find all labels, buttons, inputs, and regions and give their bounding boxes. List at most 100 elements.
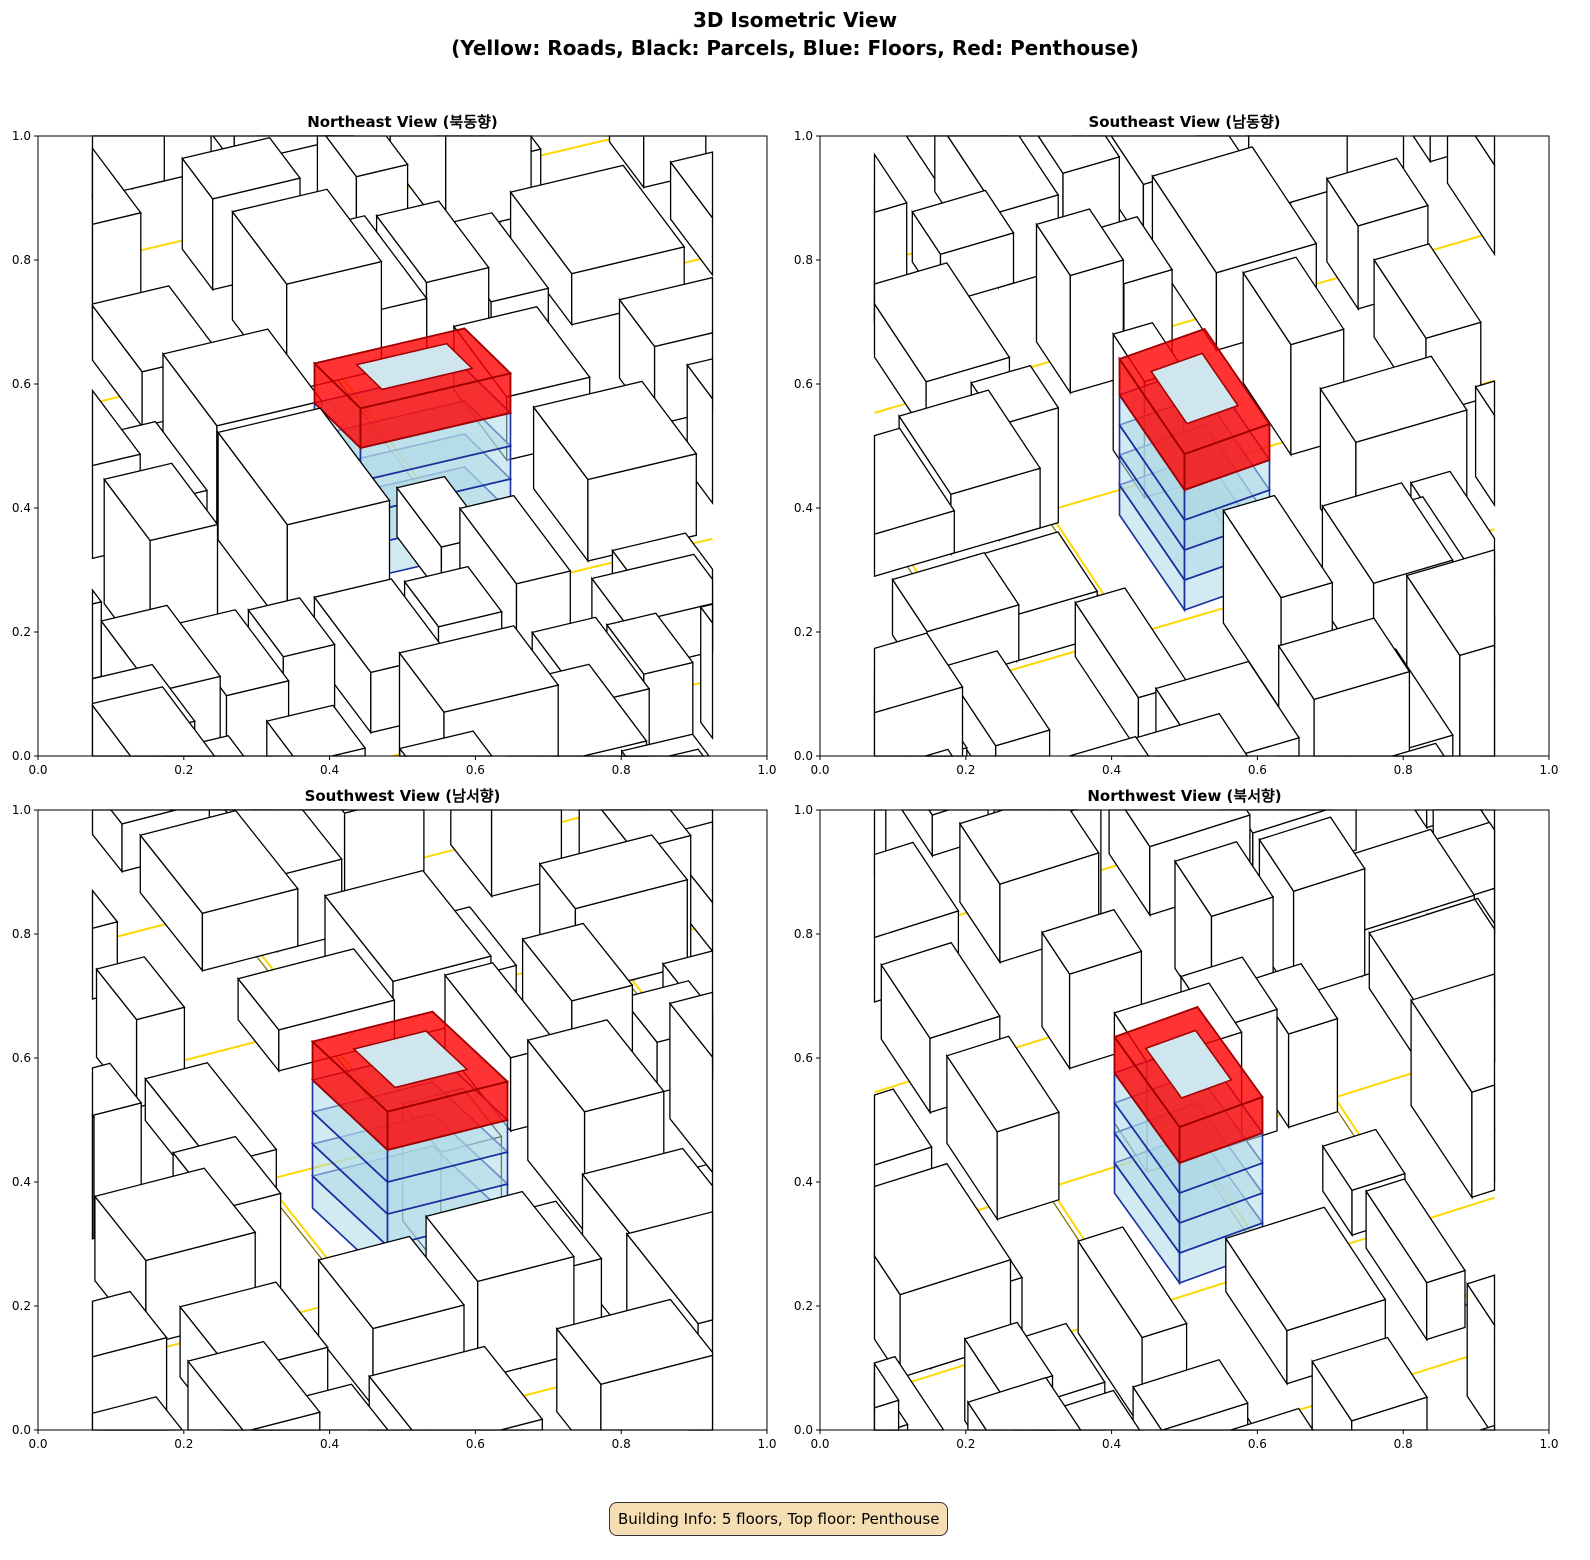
x-tick-label: 1.0 (757, 763, 776, 777)
parcel-building-top-face (668, 991, 714, 1059)
parcel-building-top-face (161, 328, 323, 427)
x-tick-label: 0.6 (1248, 1437, 1267, 1451)
parcel-building-top-face (526, 1019, 665, 1113)
parcel-building-top-face (532, 380, 698, 481)
x-tick-label: 0.0 (28, 1437, 47, 1451)
parcel-building-top-face (403, 565, 503, 628)
y-tick-label: 0.0 (794, 1423, 813, 1437)
parcel-building-top-face (231, 188, 383, 285)
parcel-building-right-face (1287, 1017, 1339, 1129)
parcel-building-right-face (1459, 644, 1496, 757)
x-tick-label: 0.8 (612, 763, 631, 777)
x-tick-label: 0.8 (1394, 763, 1413, 777)
x-tick-label: 0.6 (1248, 763, 1267, 777)
parcel-building-top-face (538, 834, 689, 910)
parcel-building-top-face (91, 388, 142, 467)
parcel-building-top-face (1040, 908, 1143, 975)
y-tick-label: 0.4 (794, 501, 813, 515)
parcel-building-top-face (1173, 841, 1275, 918)
parcel-building-top-face (873, 1088, 933, 1166)
parcel-building-top-face (1325, 157, 1429, 227)
parcel-building-top-face (521, 922, 634, 1002)
x-tick-label: 1.0 (1539, 763, 1558, 777)
axes-frame (37, 135, 768, 757)
y-tick-label: 0.8 (12, 253, 31, 267)
parcel-building-top-face (1222, 494, 1334, 599)
x-tick-label: 0.0 (810, 763, 829, 777)
figure-title-line2: (Yellow: Roads, Black: Parcels, Blue: Fl… (451, 36, 1139, 60)
parcel-building-top-face (590, 553, 714, 625)
scene-image (91, 135, 714, 757)
scene-image (91, 809, 714, 1431)
y-tick-label: 0.8 (794, 927, 813, 941)
parcel-building-top-face (91, 686, 216, 757)
axes-frame (819, 809, 1550, 1431)
parcel-building-top-face (873, 152, 908, 214)
x-tick-label: 0.2 (956, 763, 975, 777)
parcel-building-top-face (1321, 482, 1454, 584)
y-tick-label: 0.2 (794, 1299, 813, 1313)
x-tick-label: 0.4 (1102, 1437, 1121, 1451)
parcel-building-top-face (91, 888, 119, 930)
y-tick-label: 1.0 (12, 803, 31, 817)
parcel-building-top-face (1410, 973, 1496, 1093)
x-tick-label: 0.4 (1102, 763, 1121, 777)
x-tick-label: 0.8 (612, 1437, 631, 1451)
parcel-building-top-face (1242, 256, 1345, 346)
penthouse-courtyard (1150, 352, 1240, 425)
parcel-building-top-face (1474, 380, 1496, 418)
y-tick-label: 0.8 (12, 927, 31, 941)
parcel-building-top-face (317, 1235, 466, 1330)
parcel-building-top-face (375, 200, 490, 284)
parcel-building-top-face (1035, 208, 1125, 277)
parcel-building-top-face (93, 1167, 257, 1262)
penthouse-courtyard (1144, 1029, 1233, 1099)
axes-frame (819, 135, 1550, 757)
target-building (1113, 1005, 1264, 1286)
parcel-building-top-face (531, 616, 651, 705)
parcel-building-top-face (1224, 1206, 1387, 1332)
parcel-building-top-face (898, 389, 1042, 496)
x-tick-label: 0.6 (466, 1437, 485, 1451)
y-tick-label: 0.0 (794, 749, 813, 763)
parcel-building-top-face (95, 956, 186, 1021)
parcel-building-top-face (91, 1062, 143, 1117)
y-tick-label: 0.6 (12, 1051, 31, 1065)
parcel-building-top-face (181, 136, 302, 200)
y-tick-label: 0.8 (794, 253, 813, 267)
parcel-building-top-face (911, 189, 1015, 255)
parcel-building-top-face (873, 841, 960, 939)
parcel-building-right-face (91, 1116, 95, 1240)
x-tick-label: 0.4 (320, 763, 339, 777)
parcel-building-top-face (91, 1290, 168, 1358)
parcel-building-top-face (103, 462, 219, 542)
parcel-building-top-face (458, 494, 572, 585)
parcel-building-top-face (1466, 1274, 1496, 1328)
x-tick-label: 0.2 (174, 1437, 193, 1451)
parcel-building-top-face (216, 407, 391, 526)
parcel-building-top-face (1373, 243, 1482, 339)
parcel-building-top-face (873, 632, 964, 714)
penthouse-courtyard (355, 342, 474, 391)
panel-title: Northeast View (북동향) (307, 113, 498, 131)
x-tick-label: 0.0 (28, 763, 47, 777)
target-building (310, 1010, 510, 1280)
parcel-building-top-face (1319, 355, 1468, 444)
parcel-building-top-face (236, 948, 396, 1031)
x-tick-label: 0.2 (956, 1437, 975, 1451)
y-tick-label: 0.4 (12, 1175, 31, 1189)
axes-frame (37, 809, 768, 1431)
parcel-building-top-face (945, 1035, 1060, 1133)
parcel-building-top-face (686, 358, 714, 401)
parcel-building-top-face (873, 1361, 900, 1409)
y-tick-label: 0.2 (12, 1299, 31, 1313)
x-tick-label: 0.8 (1394, 1437, 1413, 1451)
figure-title-line1: 3D Isometric View (693, 8, 897, 32)
parcel-building-top-face (91, 1113, 96, 1119)
parcel-building-top-face (1277, 617, 1411, 701)
penthouse-courtyard (352, 1030, 469, 1089)
panel-title: Northwest View (북서향) (1087, 787, 1281, 805)
parcel-building-top-face (100, 604, 222, 693)
